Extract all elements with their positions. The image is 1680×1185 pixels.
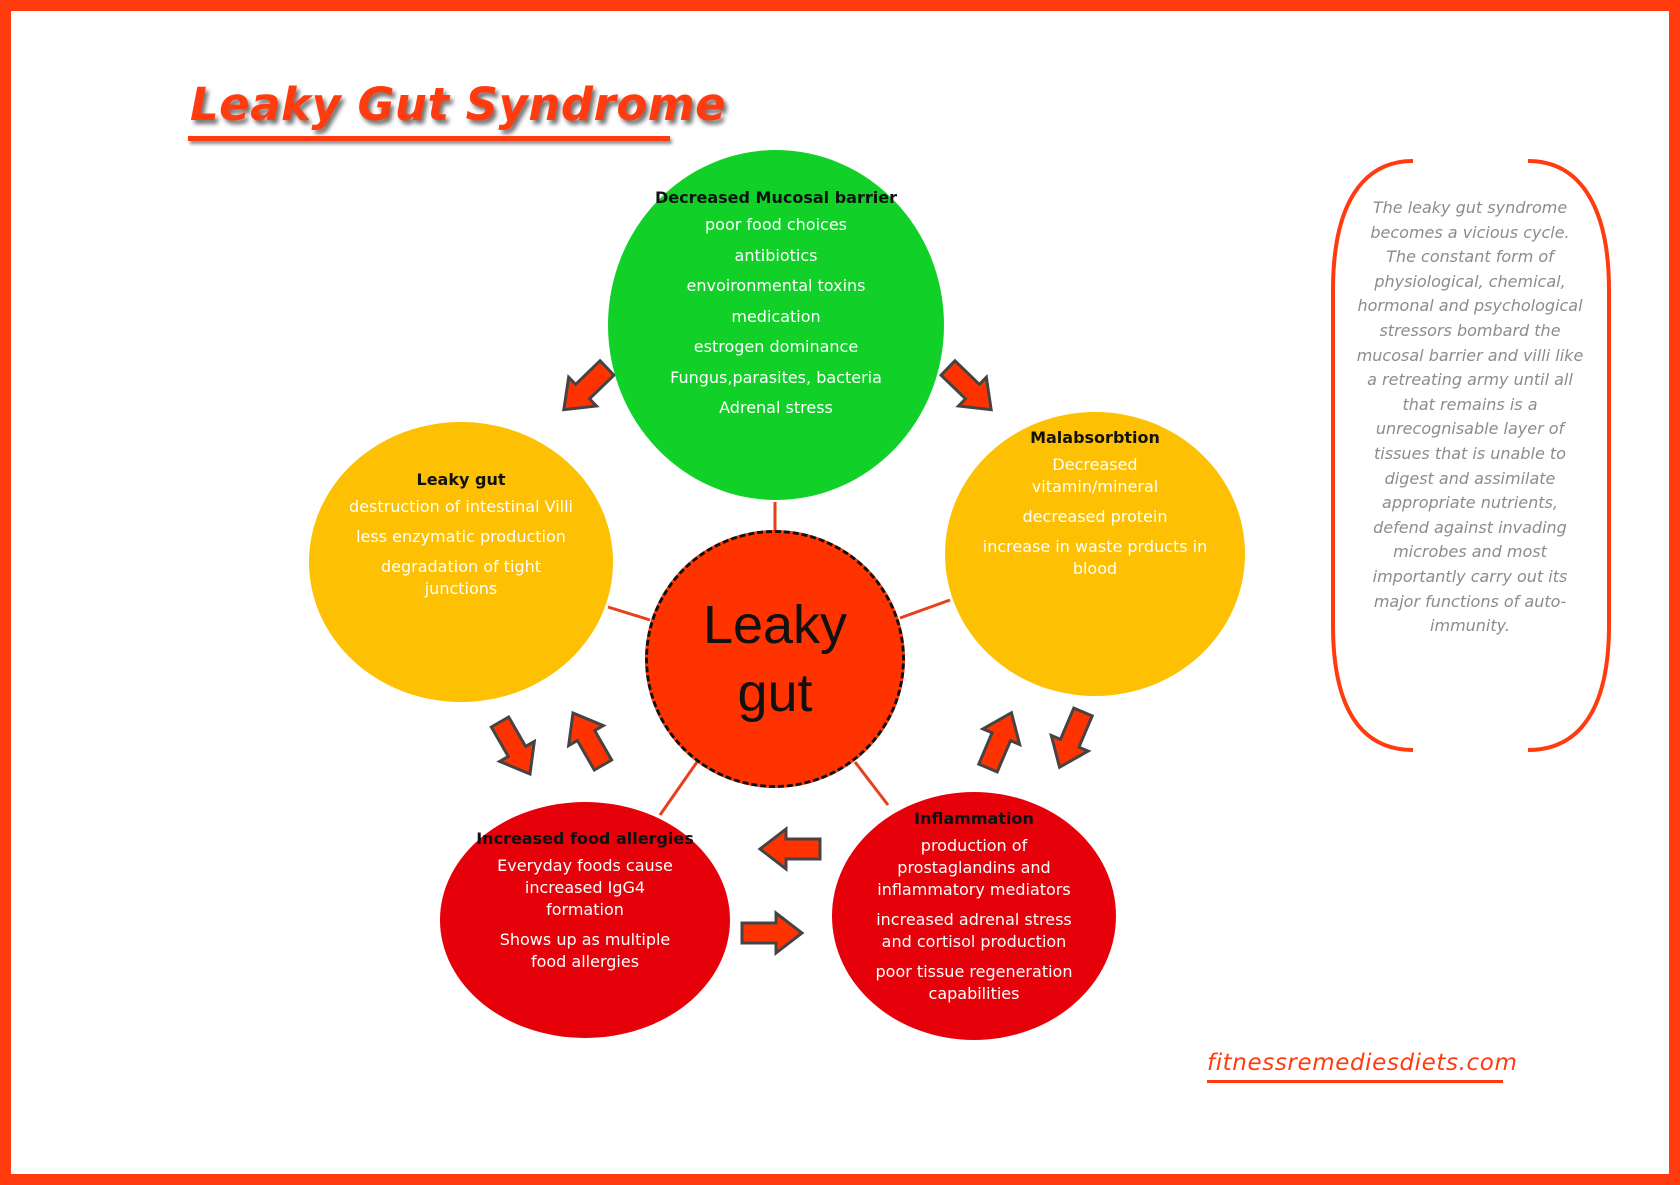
node-heading: Decreased Mucosal barrier — [655, 188, 897, 207]
arrow-bottomright-to-right — [968, 703, 1032, 778]
node-leaky-gut: Leaky gut destruction of intestinal Vill… — [309, 422, 613, 702]
node-item: degradation of tight junctions — [380, 557, 542, 598]
center-label-line: Leaky — [702, 595, 848, 655]
node-item: Adrenal stress — [719, 398, 833, 417]
node-item: medication — [731, 306, 821, 326]
arrow-right-to-bottomright — [1039, 702, 1103, 777]
arrow-bottomleft-to-left — [554, 701, 622, 777]
connector-left — [607, 605, 651, 622]
node-malabsorbtion: Malabsorbtion Decreased vitamin/mineral … — [945, 412, 1245, 696]
node-heading: Malabsorbtion — [1030, 428, 1160, 447]
arrow-bottomleft-to-bottomright — [740, 911, 804, 955]
node-item: estrogen dominance — [693, 337, 859, 356]
connector-right — [899, 598, 951, 620]
arrow-top-to-left — [548, 352, 623, 426]
node-item: increased adrenal stress and cortisol pr… — [876, 910, 1072, 951]
node-item: Everyday foods cause increased IgG4 form… — [497, 856, 673, 919]
arrow-top-to-right — [932, 352, 1007, 426]
node-item: production of prostaglandins and inflamm… — [877, 836, 1071, 899]
node-heading: Inflammation — [914, 809, 1034, 828]
left-bracket — [1331, 159, 1414, 752]
page-title: Leaky Gut Syndrome — [190, 78, 727, 131]
side-note-text: The leaky gut syndrome becomes a vicious… — [1356, 198, 1584, 636]
node-heading: Leaky gut — [416, 470, 506, 489]
node-item: less enzymatic production — [356, 527, 566, 546]
site-link[interactable]: fitnessremediesdiets.com — [1207, 1050, 1518, 1076]
node-item: envoironmental toxins — [686, 276, 866, 295]
site-link-underline — [1207, 1080, 1503, 1083]
connector-bottom-left — [658, 761, 699, 816]
node-item: decreased protein — [1022, 507, 1168, 526]
center-label-line: gut — [737, 663, 813, 723]
connector-bottom-right — [853, 761, 890, 806]
node-item: Shows up as multiple food allergies — [499, 930, 671, 971]
node-item: poor food choices — [705, 215, 847, 234]
right-bracket — [1527, 159, 1611, 752]
node-item: Decreased vitamin/mineral — [1031, 455, 1159, 496]
node-increased-food-allergies: Increased food allergies Everyday foods … — [440, 802, 730, 1038]
node-item: antibiotics — [734, 245, 818, 265]
arrow-left-to-bottomleft — [481, 710, 549, 786]
side-note-brackets — [1331, 159, 1611, 752]
node-center-leaky-gut: Leaky gut — [645, 530, 905, 788]
node-item: increase in waste prducts in blood — [982, 537, 1208, 578]
node-heading: Increased food allergies — [476, 829, 694, 848]
node-inflammation: Inflammation production of prostaglandin… — [832, 792, 1116, 1040]
node-decreased-mucosal-barrier: Decreased Mucosal barrier poor food choi… — [608, 150, 944, 500]
node-item: Fungus,parasites, bacteria — [670, 367, 882, 387]
node-item: poor tissue regeneration capabilities — [875, 962, 1073, 1003]
arrow-bottomright-to-bottomleft — [758, 827, 822, 871]
node-item: destruction of intestinal Villi — [349, 497, 573, 516]
title-underline — [188, 136, 670, 141]
